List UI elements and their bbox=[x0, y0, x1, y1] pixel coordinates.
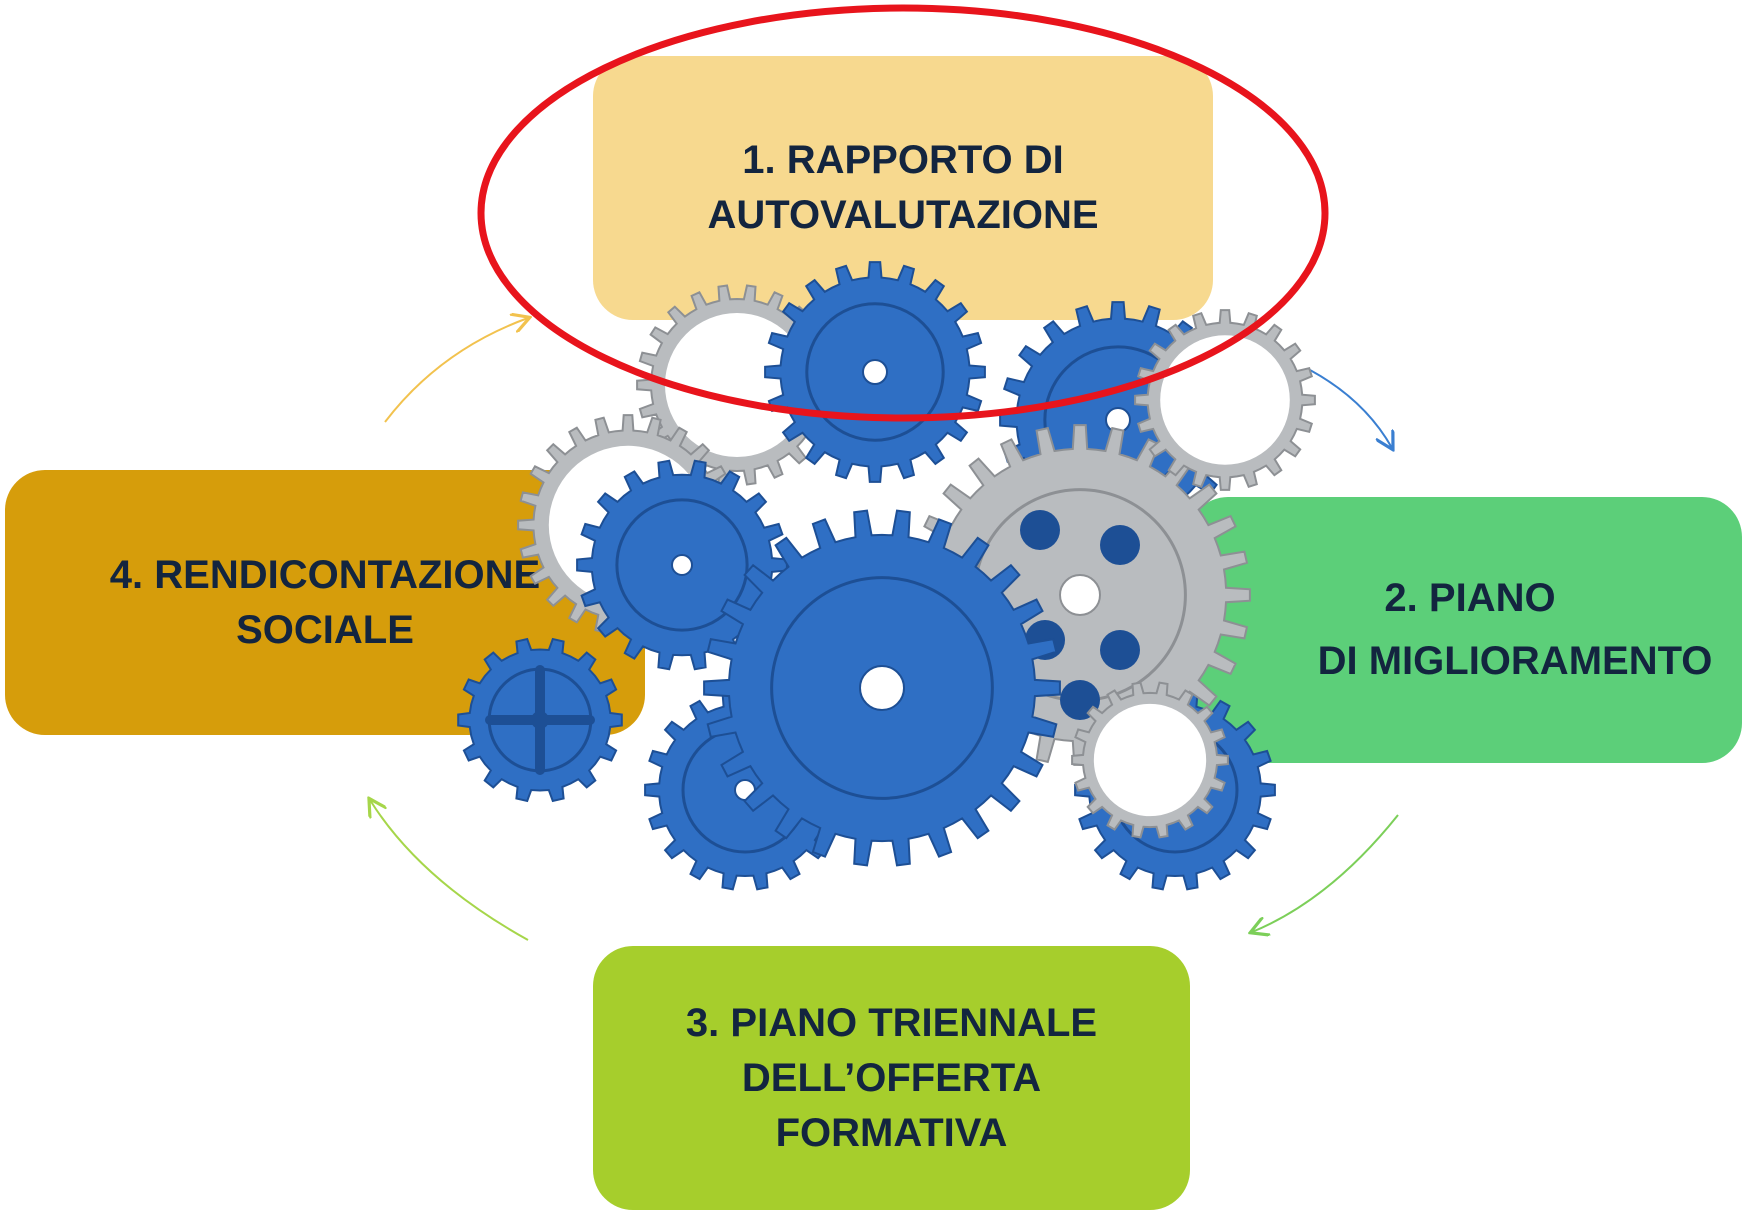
gear-icon bbox=[1100, 525, 1140, 565]
gear-icon bbox=[1093, 703, 1207, 817]
cycle-arrow-icon bbox=[1309, 369, 1392, 448]
cycle-arrow-icon bbox=[370, 800, 529, 941]
cycle-arrow-icon bbox=[384, 318, 528, 423]
gear-icon bbox=[859, 665, 905, 711]
gear-icon bbox=[770, 576, 994, 800]
gear-icon bbox=[615, 498, 749, 632]
highlight-ring bbox=[477, 4, 1329, 422]
step-2-line-2: DI MIGLIORAMENTO bbox=[1317, 639, 1713, 683]
gear-icon bbox=[485, 665, 595, 775]
step-3-line-1: 3. PIANO TRIENNALE bbox=[685, 1000, 1098, 1045]
gear-icon bbox=[1160, 335, 1290, 465]
gear-icon bbox=[805, 302, 945, 442]
step-3-box: 3. PIANO TRIENNALE DELL’OFFERTA FORMATIV… bbox=[593, 946, 1190, 1210]
gear-icon bbox=[671, 554, 693, 576]
step-3-line-2: DELL’OFFERTA bbox=[741, 1055, 1042, 1100]
gears-cluster-icon bbox=[457, 261, 1316, 891]
gear-icon bbox=[1100, 630, 1140, 670]
step-4-line-1: 4. RENDICONTAZIONE bbox=[109, 552, 541, 597]
cycle-arrow-icon bbox=[1252, 814, 1399, 932]
step-2-box: 2. PIANO DI MIGLIORAMENTO bbox=[1188, 497, 1742, 763]
step-2-line-1: 2. PIANO bbox=[1384, 576, 1556, 620]
step-3-line-3: FORMATIVA bbox=[775, 1110, 1008, 1155]
step-1-line-1: 1. RAPPORTO DI bbox=[742, 138, 1064, 182]
gear-icon bbox=[862, 359, 888, 385]
step-4-line-2: SOCIALE bbox=[236, 607, 414, 652]
gear-icon bbox=[1059, 574, 1101, 616]
gear-icon bbox=[665, 313, 809, 457]
step-1-line-2: AUTOVALUTAZIONE bbox=[707, 193, 1099, 237]
gear-icon bbox=[1020, 510, 1060, 550]
